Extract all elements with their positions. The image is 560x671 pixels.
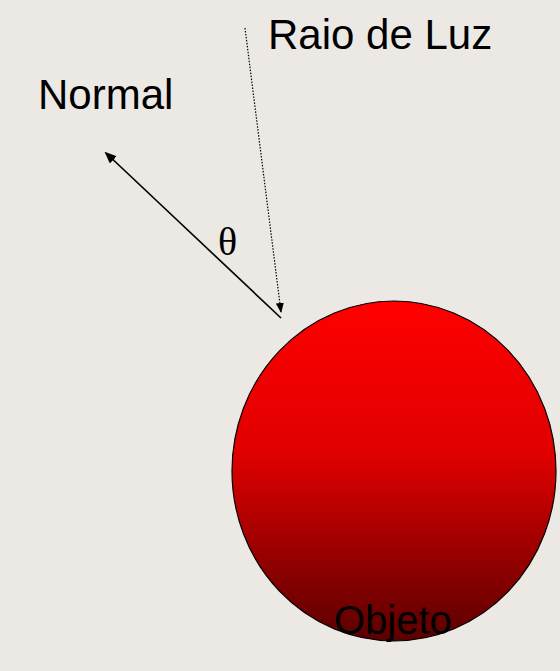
sphere-object: Objeto xyxy=(230,300,560,642)
normal-arrow xyxy=(106,153,281,318)
light-ray xyxy=(245,28,281,312)
angle-symbol: θ xyxy=(218,222,237,262)
normal-label: Normal xyxy=(38,74,173,116)
sphere-shape xyxy=(230,300,560,642)
object-label: Objeto xyxy=(334,600,452,640)
ray-label: Raio de Luz xyxy=(268,14,492,56)
